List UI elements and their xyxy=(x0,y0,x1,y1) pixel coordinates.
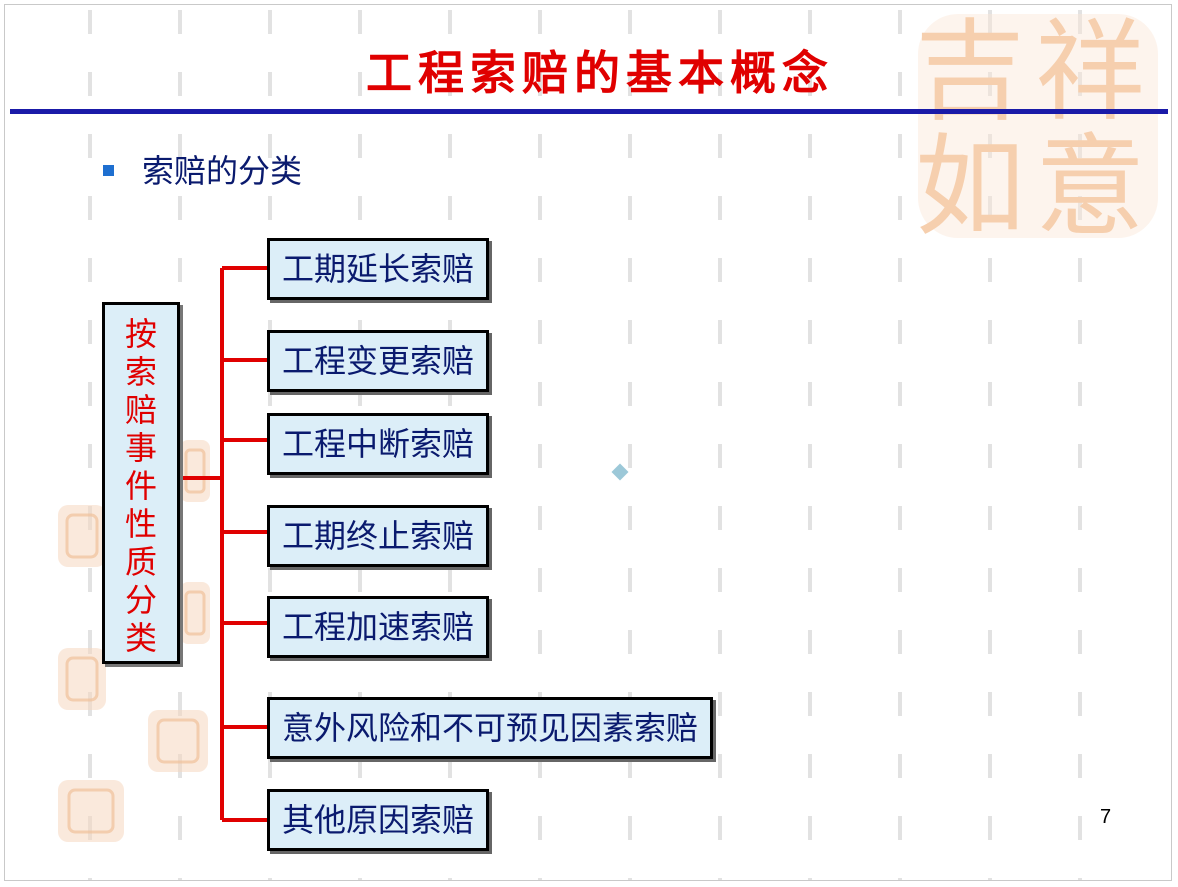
claim-type-box: 工期延长索赔 xyxy=(267,238,490,300)
claim-type-box: 其他原因索赔 xyxy=(267,789,490,851)
square-bullet-icon xyxy=(103,165,114,176)
stamp-glyph: 如 xyxy=(915,123,1025,250)
group-label-char: 性 xyxy=(124,505,157,543)
auspicious-stamp-icon xyxy=(58,648,106,710)
auspicious-stamp-icon xyxy=(180,582,210,644)
auspicious-stamp-icon xyxy=(58,780,124,842)
claim-type-box: 工期终止索赔 xyxy=(267,505,490,567)
group-label-char: 赔 xyxy=(124,391,157,429)
group-label-char: 质 xyxy=(124,543,157,581)
group-label-char: 索 xyxy=(124,353,157,391)
group-label-char: 事 xyxy=(124,429,157,467)
auspicious-stamp-icon xyxy=(148,710,208,772)
stamp-glyph: 意 xyxy=(1035,123,1145,250)
page-number: 7 xyxy=(1100,806,1112,828)
title-underline xyxy=(10,109,1168,114)
claim-type-box: 工程加速索赔 xyxy=(267,596,490,658)
auspicious-stamp-icon xyxy=(58,505,106,567)
stamp-glyph: 祥 xyxy=(1035,8,1145,136)
claim-type-box: 工程中断索赔 xyxy=(267,413,490,475)
classification-group-box: 按 索 赔 事 件 性 质 分 类 xyxy=(102,302,180,664)
group-label: 按 索 赔 事 件 性 质 分 类 xyxy=(105,315,177,657)
section-heading: 索赔的分类 xyxy=(142,152,303,190)
slide-frame xyxy=(4,4,1172,881)
auspicious-stamp-icon: 吉 祥 如 意 xyxy=(900,0,1170,251)
slide-title: 工程索赔的基本概念 xyxy=(366,46,834,100)
claim-type-box: 工程变更索赔 xyxy=(267,330,490,392)
group-label-char: 分 xyxy=(124,581,157,619)
group-label-char: 件 xyxy=(124,467,157,505)
stamp-glyph: 吉 xyxy=(915,8,1025,136)
group-label-char: 类 xyxy=(124,619,157,657)
auspicious-stamp-icon xyxy=(180,440,210,502)
group-label-char: 按 xyxy=(124,315,157,353)
claim-type-box: 意外风险和不可预见因素索赔 xyxy=(267,697,714,759)
